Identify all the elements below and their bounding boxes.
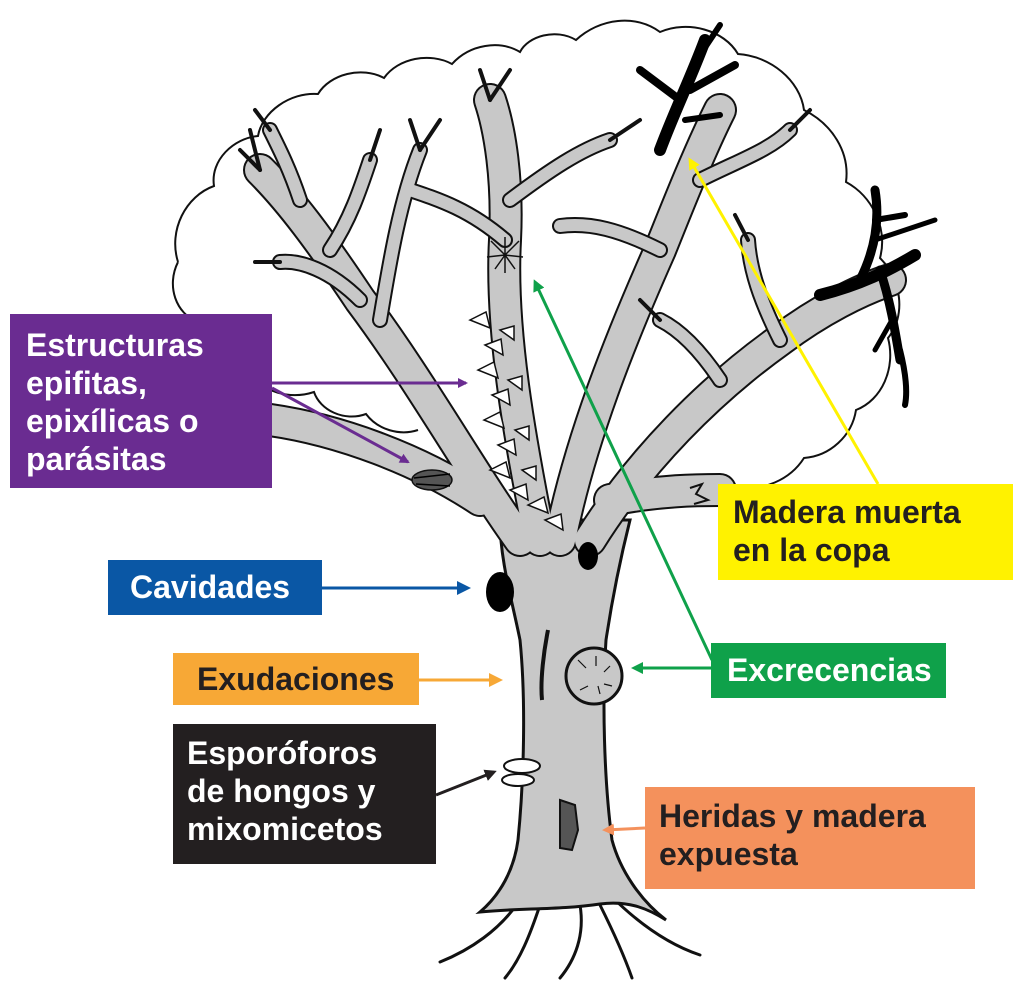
arrow-epifitas-2	[271, 386, 410, 464]
arrow-madera	[688, 157, 880, 485]
arrow-esporoforos	[435, 769, 497, 797]
label-line: Madera muerta	[733, 494, 961, 530]
label-line: Excrecencias	[727, 652, 932, 688]
label-line: Exudaciones	[197, 661, 395, 697]
label-exudaciones: Exudaciones	[173, 653, 419, 705]
arrow-heridas	[602, 823, 646, 836]
label-line: expuesta	[659, 836, 798, 872]
label-line: en la copa	[733, 532, 890, 568]
label-line: de hongos y	[187, 773, 376, 809]
branches	[238, 68, 907, 557]
wound	[559, 798, 580, 852]
burl	[564, 646, 624, 706]
label-line: Estructuras	[26, 327, 204, 363]
label-madera-muerta: Madera muerta en la copa	[718, 484, 1013, 580]
label-excrecencias: Excrecencias	[711, 643, 946, 698]
label-line: Heridas y madera	[659, 798, 926, 834]
label-line: Esporóforos	[187, 735, 378, 771]
broken-branch	[689, 482, 711, 505]
nest	[411, 469, 453, 491]
label-line: epifitas,	[26, 365, 147, 401]
dead-wood	[636, 22, 938, 408]
label-line: mixomicetos	[187, 811, 383, 847]
label-cavidades: Cavidades	[108, 560, 322, 615]
cavity-left	[486, 572, 514, 612]
label-line: Cavidades	[130, 569, 291, 605]
label-estructuras-epifitas: Estructuras epifitas, epixílicas o parás…	[10, 314, 272, 488]
fungus-brackets	[501, 758, 541, 787]
label-heridas: Heridas y madera expuesta	[645, 787, 975, 889]
label-line: parásitas	[26, 441, 167, 477]
label-esporoforos: Esporóforos de hongos y mixomicetos	[173, 724, 436, 864]
mistletoe-tuft	[486, 237, 524, 273]
exudation-mark	[539, 629, 550, 701]
burl-texture	[577, 656, 613, 695]
epiphyte-vine	[468, 310, 564, 532]
label-line: epixílicas o	[26, 403, 199, 439]
arrow-excrecencias-up	[533, 279, 714, 661]
cavity-right	[578, 542, 598, 570]
